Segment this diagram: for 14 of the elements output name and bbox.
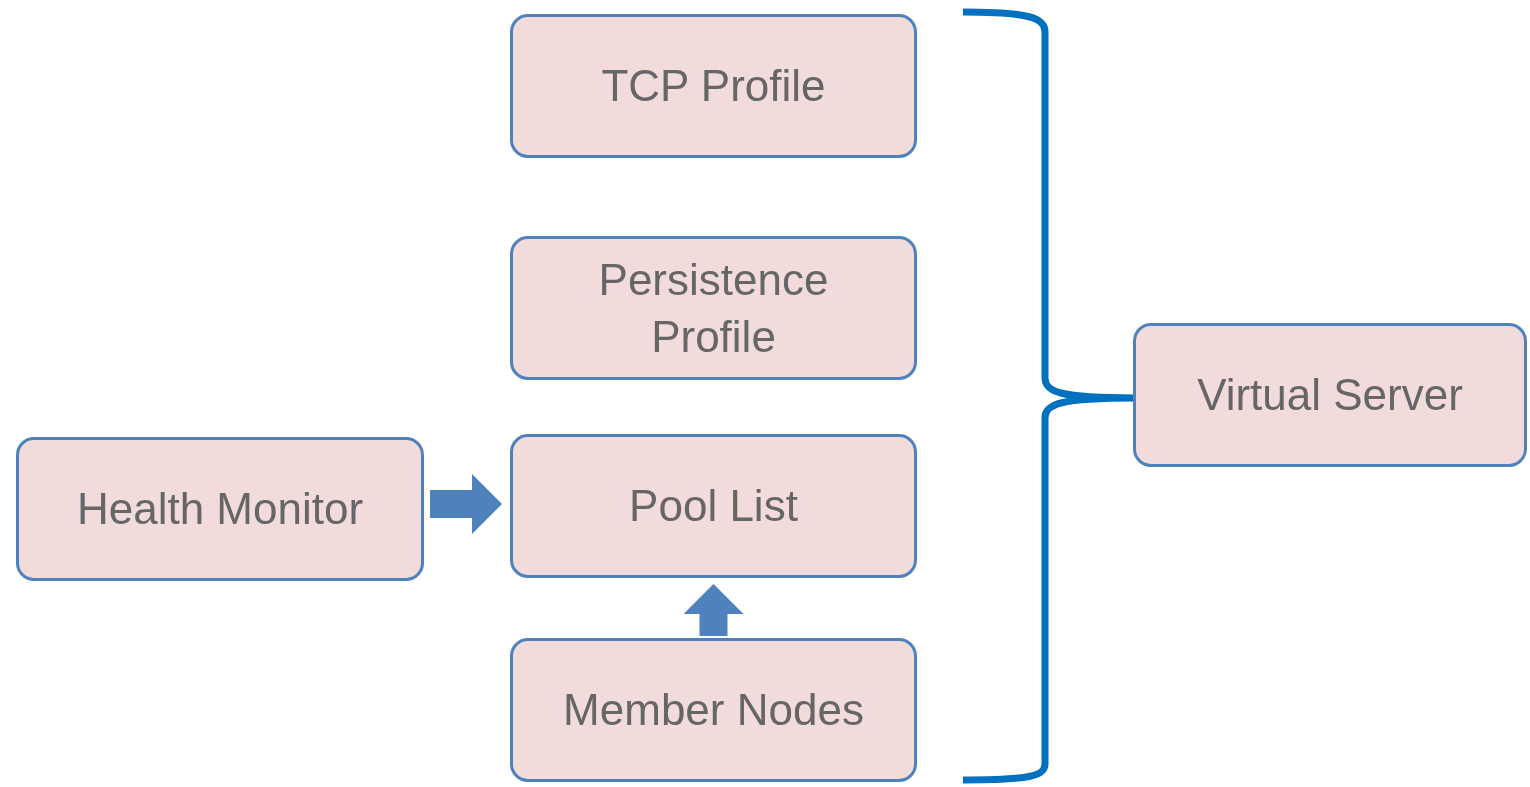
- box-label: Persistence Profile: [597, 253, 830, 363]
- block-arrow: [430, 474, 502, 534]
- box-label: Virtual Server: [1197, 369, 1463, 422]
- process-box: [510, 14, 917, 158]
- box-label: Pool List: [629, 480, 798, 533]
- block-arrow: [683, 584, 744, 636]
- process-box: [510, 434, 917, 578]
- process-box: [1133, 323, 1527, 467]
- process-box: [16, 437, 424, 581]
- process-box: [510, 638, 917, 782]
- process-box: [510, 236, 917, 380]
- box-label: Health Monitor: [76, 483, 364, 536]
- box-label: TCP Profile: [601, 60, 826, 113]
- box-label: Member Nodes: [563, 684, 864, 737]
